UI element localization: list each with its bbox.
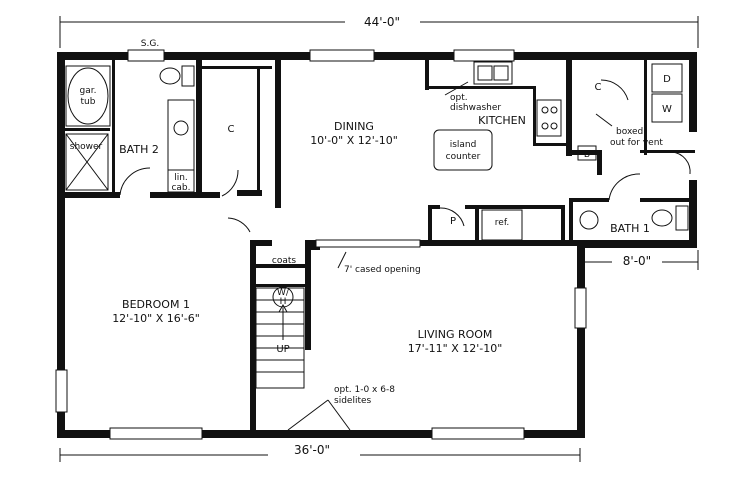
interior-walls xyxy=(60,56,695,438)
top-dimension-line xyxy=(59,13,699,48)
dishwasher-label: dishwasher xyxy=(450,103,501,113)
bath1-label: BATH 1 xyxy=(610,222,650,235)
dryer-label: D xyxy=(663,74,671,85)
linen-cab-label-2: cab. xyxy=(171,183,190,193)
living-room-label: LIVING ROOM xyxy=(418,328,493,341)
island-label-2: counter xyxy=(446,152,481,162)
washer xyxy=(651,93,683,123)
sidelites-label-2: sidelites xyxy=(334,396,372,406)
island-counter xyxy=(433,129,493,171)
dining-label: DINING xyxy=(334,120,374,133)
door-swings xyxy=(119,79,691,431)
bath1-sink xyxy=(579,210,599,230)
bath1-toilet xyxy=(651,205,689,231)
pantry-label: P xyxy=(450,216,456,227)
cased-opening-label: 7' cased opening xyxy=(344,265,421,275)
linen-cab-label: lin. xyxy=(174,173,188,183)
island-label: island xyxy=(450,140,477,150)
closet-label: C xyxy=(228,124,235,135)
cabinet-b-label: B xyxy=(584,150,590,160)
sliding-glass-label: S.G. xyxy=(141,39,159,49)
dining-size: 10'-0" X 12'-10" xyxy=(310,134,398,147)
annotation-arrows xyxy=(337,81,613,269)
top-width-dimension: 44'-0" xyxy=(364,15,400,29)
opt-label: opt. xyxy=(450,93,468,103)
gar-tub-label: gar. xyxy=(80,86,97,96)
bedroom-size: 12'-10" X 16'-6" xyxy=(112,312,200,325)
water-heater-label: W/ xyxy=(277,288,290,298)
gar-tub-label-2: tub xyxy=(81,97,96,107)
kitchen-sink xyxy=(473,61,513,85)
boxed-label-2: out for vent xyxy=(610,138,663,148)
ref-label: ref. xyxy=(495,218,509,228)
shower xyxy=(65,133,109,191)
garden-tub xyxy=(65,65,111,127)
kitchen-label: KITCHEN xyxy=(478,114,526,127)
range xyxy=(536,99,562,137)
sidelites-label: opt. 1-0 x 6-8 xyxy=(334,385,395,395)
cabinet-b xyxy=(577,145,597,161)
water-heater-label-2: H xyxy=(280,297,287,307)
linen-cabinet xyxy=(167,169,195,193)
bath2-toilet xyxy=(159,65,195,87)
water-heater xyxy=(272,286,294,308)
boxed-label: boxed xyxy=(616,127,643,137)
bath2-sink xyxy=(167,99,195,171)
bedroom-label: BEDROOM 1 xyxy=(122,298,190,311)
refrigerator xyxy=(481,209,523,241)
washer-label: W xyxy=(662,104,672,115)
bump-width-dimension: 8'-0" xyxy=(623,254,651,268)
living-room-size: 17'-11" X 12'-10" xyxy=(408,342,503,355)
stairs xyxy=(255,287,305,389)
bottom-dimension-line xyxy=(59,441,581,462)
closet-kitchen-label: C xyxy=(595,82,602,93)
dryer xyxy=(651,63,683,93)
bath2-label: BATH 2 xyxy=(119,143,159,156)
coats-label: coats xyxy=(272,256,296,266)
windows xyxy=(55,49,587,440)
stair-up-label: UP xyxy=(276,344,289,355)
exterior-walls xyxy=(57,52,697,438)
shower-label: shower xyxy=(70,142,103,152)
bottom-width-dimension: 36'-0" xyxy=(294,443,330,457)
